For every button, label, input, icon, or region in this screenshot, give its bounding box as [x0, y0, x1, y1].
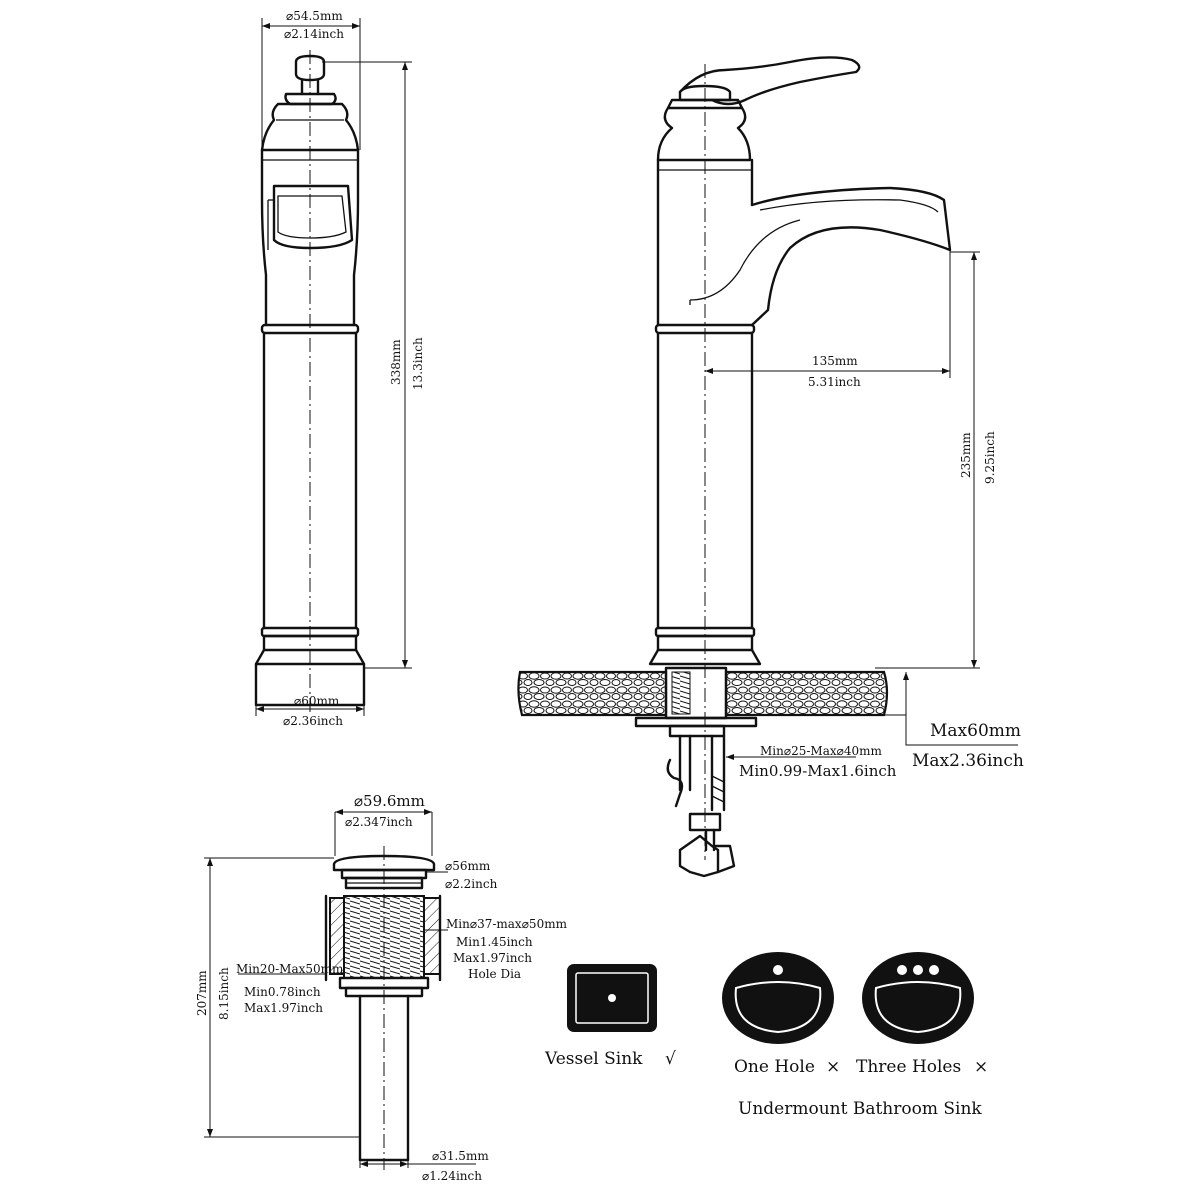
hole-range-mm: Min⌀25-Max⌀40mm [760, 744, 882, 758]
front-view-faucet: 135mm 5.31inch 235mm 9.25inch M [517, 56, 1024, 878]
drain-thickness-max-in: Max1.97inch [244, 1001, 323, 1015]
drain-hole-min-in: Min1.45inch [456, 935, 533, 949]
drain-height-mm: 207mm [195, 970, 209, 1016]
drain-cap-mm: ⌀59.6mm [354, 792, 425, 810]
one-hole-x-icon: × [826, 1057, 840, 1077]
side-base-dia-mm: ⌀60mm [294, 694, 340, 708]
drain-hole-range-mm: Min⌀37-max⌀50mm [446, 917, 568, 931]
one-hole-sink-icon [722, 952, 834, 1044]
drain-thickness-min-in: Min0.78inch [244, 985, 321, 999]
spout-height-mm: 235mm [959, 432, 973, 478]
vessel-sink-icon [567, 964, 657, 1032]
vessel-sink-check-icon: √ [665, 1049, 676, 1069]
three-holes-x-icon: × [974, 1057, 988, 1077]
deck-max-mm: Max60mm [930, 721, 1021, 741]
drain-thickness-mm: Min20-Max50mm [236, 962, 344, 976]
side-top-dia-in: ⌀2.14inch [284, 27, 344, 41]
sink-types: Vessel Sink √ One Hole × Three Holes × U… [544, 952, 988, 1119]
side-height-in: 13.3inch [411, 337, 425, 390]
drain-cap-in: ⌀2.347inch [345, 815, 413, 829]
hole-range-in: Min0.99-Max1.6inch [739, 762, 897, 780]
side-base-dia-in: ⌀2.36inch [283, 714, 343, 728]
drain-diagram: ⌀59.6mm ⌀2.347inch ⌀56mm ⌀2.2inch Min⌀37… [195, 792, 568, 1183]
side-height-mm: 338mm [389, 339, 403, 385]
side-top-dia-mm: ⌀54.5mm [286, 9, 343, 23]
undermount-label: Undermount Bathroom Sink [738, 1099, 982, 1119]
drain-tail-in: ⌀1.24inch [422, 1169, 482, 1183]
reach-in: 5.31inch [808, 375, 861, 389]
three-holes-label: Three Holes [856, 1057, 961, 1077]
drain-hole-max-in: Max1.97inch [453, 951, 532, 965]
deck-max-in: Max2.36inch [912, 751, 1024, 771]
side-view-faucet: ⌀54.5mm ⌀2.14inch 338mm [254, 9, 425, 728]
three-holes-sink-icon [862, 952, 974, 1044]
vessel-sink-label: Vessel Sink [544, 1049, 643, 1069]
drain-height-in: 8.15inch [217, 967, 231, 1020]
drain-flange-in: ⌀2.2inch [445, 877, 498, 891]
reach-mm: 135mm [812, 354, 858, 368]
drain-flange-mm: ⌀56mm [445, 859, 491, 873]
spout-height-in: 9.25inch [983, 431, 997, 484]
one-hole-label: One Hole [734, 1057, 815, 1077]
drain-hole-label: Hole Dia [468, 967, 521, 981]
drain-tail-mm: ⌀31.5mm [432, 1149, 489, 1163]
